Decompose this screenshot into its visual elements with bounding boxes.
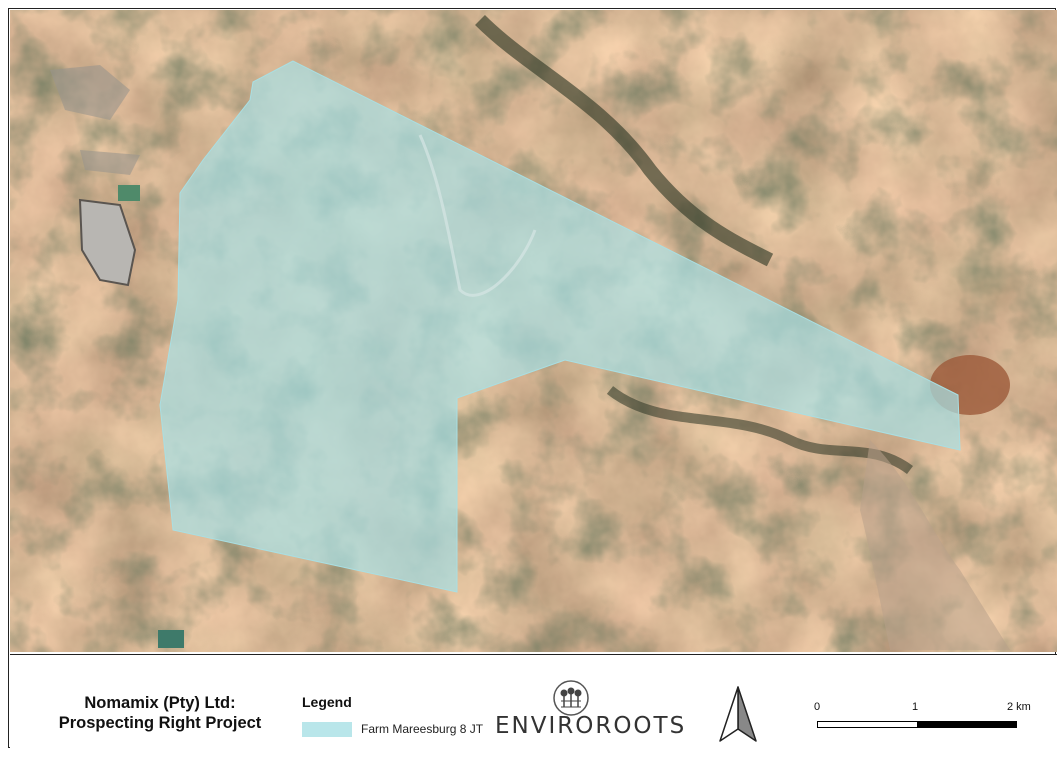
settlement-area <box>50 65 130 120</box>
enviroroots-logo: ENVIROROOTS <box>495 679 687 745</box>
map-title-line1: Nomamix (Pty) Ltd: <box>84 694 236 712</box>
mine-road <box>418 134 537 297</box>
legend-label-farm: Farm Mareesburg 8 JT <box>361 722 484 736</box>
scale-segment-black <box>917 722 1016 727</box>
scale-label-0: 0 <box>814 701 821 713</box>
map-title: Nomamix (Pty) Ltd: Prospecting Right Pro… <box>10 693 310 733</box>
legend-title: Legend <box>302 694 352 710</box>
scale-bar: 0 1 2 km <box>810 701 1050 741</box>
tailings-dam <box>78 198 137 287</box>
scale-bar-graphic <box>817 721 1017 728</box>
north-arrow-icon <box>719 686 757 742</box>
map-title-line2: Prospecting Right Project <box>58 714 262 732</box>
ridge-valley <box>475 15 774 267</box>
water-pond-south <box>158 630 184 648</box>
water-pond <box>118 185 140 201</box>
farm-mareesburg-polygon[interactable] <box>159 60 961 593</box>
satellite-map <box>10 10 1057 652</box>
scale-label-2km: 2 km <box>1007 701 1031 713</box>
map-view[interactable] <box>10 10 1057 652</box>
scale-segment-white <box>818 722 917 727</box>
bare-rock-area <box>860 440 1010 650</box>
legend-swatch-farm <box>302 722 352 737</box>
settlement-area-2 <box>80 150 140 175</box>
tree-emblem-icon <box>553 680 589 716</box>
scale-label-1: 1 <box>912 701 919 713</box>
map-footer: Nomamix (Pty) Ltd: Prospecting Right Pro… <box>10 654 1057 748</box>
logo-text: ENVIROROOTS <box>495 713 687 739</box>
